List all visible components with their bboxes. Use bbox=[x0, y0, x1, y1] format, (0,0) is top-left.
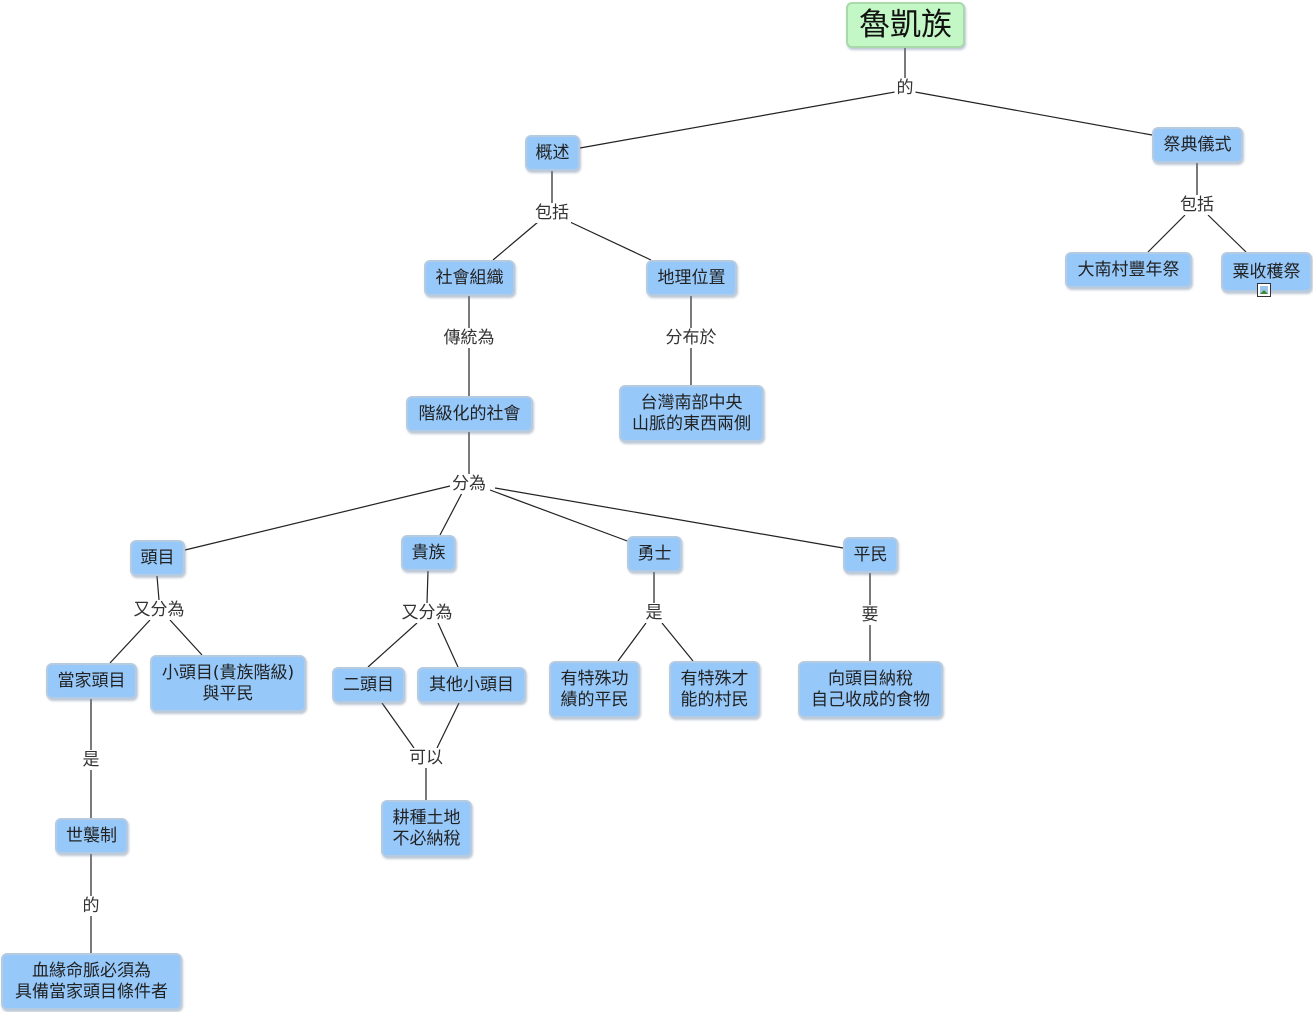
connector-line bbox=[617, 622, 647, 662]
concept-other-chiefs[interactable]: 其他小頭目 bbox=[417, 667, 526, 703]
connector-line bbox=[489, 489, 631, 543]
concept-chief-text: 頭目 bbox=[140, 547, 175, 568]
concept-special-talent-text: 有特殊才能的村民 bbox=[681, 669, 749, 711]
concept-blood-line2: 具備當家頭目條件者 bbox=[15, 981, 168, 1002]
concept-small-chief-line2: 與平民 bbox=[202, 683, 254, 704]
connector-line bbox=[914, 91, 1153, 136]
connector-line bbox=[156, 575, 160, 601]
concept-head-chief-text: 當家頭目 bbox=[57, 670, 126, 691]
concept-special-talent-line1: 有特殊才 bbox=[680, 668, 749, 689]
link-label-social-tradition[interactable]: 傳統為 bbox=[441, 328, 497, 348]
concept-ceremony[interactable]: 祭典儀式 bbox=[1152, 127, 1243, 163]
connector-line bbox=[426, 570, 429, 604]
concept-second-chief[interactable]: 二頭目 bbox=[332, 667, 405, 703]
concept-special-talent[interactable]: 有特殊才能的村民 bbox=[669, 661, 760, 718]
link-label-chief-subdivided[interactable]: 又分為 bbox=[131, 600, 187, 620]
connector-line bbox=[1147, 214, 1186, 253]
concept-hierarchy-text: 階級化的社會 bbox=[418, 403, 521, 424]
concept-root[interactable]: 魯凱族 bbox=[846, 2, 965, 48]
concept-land-line1: 耕種土地 bbox=[392, 807, 461, 828]
connector-line bbox=[579, 91, 896, 149]
connector-line bbox=[569, 221, 652, 261]
link-label-warrior-is[interactable]: 是 bbox=[643, 603, 665, 623]
concept-root-text: 魯凱族 bbox=[859, 7, 952, 43]
link-label-ceremony-includes[interactable]: 包括 bbox=[1178, 195, 1216, 215]
concept-overview[interactable]: 概述 bbox=[525, 135, 580, 171]
concept-tax[interactable]: 向頭目納稅自己收成的食物 bbox=[798, 661, 943, 718]
connector-line bbox=[169, 619, 203, 656]
connector-line bbox=[439, 492, 463, 536]
connector-line bbox=[1207, 214, 1247, 253]
concept-land-line2: 不必納稅 bbox=[392, 828, 461, 849]
connector-line bbox=[381, 702, 415, 749]
concept-tax-line1: 向頭目納稅 bbox=[828, 668, 913, 689]
connector-line bbox=[437, 622, 459, 668]
connector-line bbox=[109, 619, 151, 664]
concept-special-merit[interactable]: 有特殊功績的平民 bbox=[549, 661, 640, 718]
concept-commoner[interactable]: 平民 bbox=[843, 537, 898, 573]
concept-small-chief-line1: 小頭目(貴族階級) bbox=[161, 662, 295, 683]
concept-overview-text: 概述 bbox=[535, 142, 570, 163]
link-label-overview-includes[interactable]: 包括 bbox=[533, 203, 571, 223]
concept-tax-line2: 自己收成的食物 bbox=[811, 689, 930, 710]
concept-taiwan[interactable]: 台灣南部中央山脈的東西兩側 bbox=[619, 385, 764, 442]
concept-noble-text: 貴族 bbox=[411, 542, 446, 563]
concept-danan[interactable]: 大南村豐年祭 bbox=[1065, 252, 1192, 288]
connector-line bbox=[367, 622, 418, 668]
concept-taiwan-text: 台灣南部中央山脈的東西兩側 bbox=[632, 393, 751, 435]
link-label-commoner-must[interactable]: 要 bbox=[859, 605, 881, 625]
concept-second-chief-text: 二頭目 bbox=[343, 674, 394, 695]
concept-head-chief[interactable]: 當家頭目 bbox=[46, 663, 137, 699]
concept-warrior[interactable]: 勇士 bbox=[627, 536, 682, 572]
concept-noble[interactable]: 貴族 bbox=[401, 535, 456, 571]
concept-hereditary-text: 世襲制 bbox=[66, 825, 117, 846]
connector-line bbox=[184, 485, 451, 551]
concept-blood-line1: 血緣命脈必須為 bbox=[32, 960, 151, 981]
concept-hierarchy[interactable]: 階級化的社會 bbox=[406, 396, 533, 432]
connector-line bbox=[661, 622, 694, 662]
concept-geo-text: 地理位置 bbox=[657, 267, 726, 288]
connector-line bbox=[494, 487, 844, 549]
concept-danan-text: 大南村豐年祭 bbox=[1077, 259, 1180, 280]
link-label-hierarchy-divided[interactable]: 分為 bbox=[450, 474, 488, 494]
concept-taiwan-line1: 台灣南部中央 bbox=[640, 392, 743, 413]
concept-millet-text: 粟收穫祭 bbox=[1232, 261, 1301, 282]
concept-other-chiefs-text: 其他小頭目 bbox=[429, 674, 514, 695]
link-label-geo-distributed[interactable]: 分布於 bbox=[663, 328, 719, 348]
connector-line bbox=[492, 221, 539, 261]
concept-blood-text: 血緣命脈必須為具備當家頭目條件者 bbox=[15, 961, 168, 1003]
link-label-root-of[interactable]: 的 bbox=[894, 78, 916, 98]
concept-warrior-text: 勇士 bbox=[637, 543, 672, 564]
concept-special-talent-line2: 能的村民 bbox=[680, 689, 749, 710]
link-label-nobles-can[interactable]: 可以 bbox=[407, 748, 445, 768]
concept-tax-text: 向頭目納稅自己收成的食物 bbox=[811, 669, 930, 711]
concept-social[interactable]: 社會組織 bbox=[424, 260, 515, 296]
link-label-head-is[interactable]: 是 bbox=[80, 750, 102, 770]
concept-geo[interactable]: 地理位置 bbox=[646, 260, 737, 296]
concept-chief[interactable]: 頭目 bbox=[130, 540, 185, 576]
concept-social-text: 社會組織 bbox=[435, 267, 504, 288]
concept-hereditary[interactable]: 世襲制 bbox=[55, 818, 128, 854]
link-label-hereditary-of[interactable]: 的 bbox=[80, 896, 102, 916]
concept-special-merit-line1: 有特殊功 bbox=[560, 668, 629, 689]
concept-land[interactable]: 耕種土地不必納稅 bbox=[381, 800, 472, 857]
concept-taiwan-line2: 山脈的東西兩側 bbox=[632, 413, 751, 434]
concept-special-merit-text: 有特殊功績的平民 bbox=[561, 669, 629, 711]
concept-land-text: 耕種土地不必納稅 bbox=[393, 808, 461, 850]
connector-line bbox=[436, 702, 460, 749]
concept-special-merit-line2: 績的平民 bbox=[560, 689, 629, 710]
image-icon[interactable] bbox=[1257, 283, 1271, 297]
concept-small-chief[interactable]: 小頭目(貴族階級)與平民 bbox=[150, 655, 306, 712]
concept-commoner-text: 平民 bbox=[853, 544, 888, 565]
concept-small-chief-text: 小頭目(貴族階級)與平民 bbox=[162, 663, 294, 705]
concept-blood[interactable]: 血緣命脈必須為具備當家頭目條件者 bbox=[1, 953, 182, 1010]
link-label-noble-subdivided[interactable]: 又分為 bbox=[399, 603, 455, 623]
concept-ceremony-text: 祭典儀式 bbox=[1163, 134, 1232, 155]
